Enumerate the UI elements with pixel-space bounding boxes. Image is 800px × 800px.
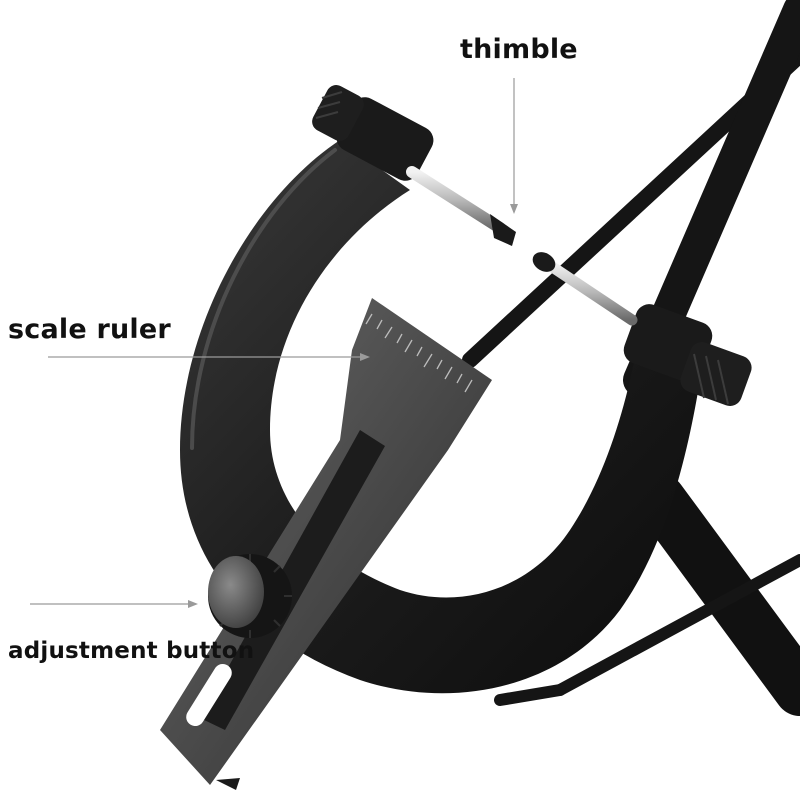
scale-ruler-plate (160, 298, 492, 790)
annotation-lines (30, 78, 518, 608)
upper-caliper-arm (312, 85, 434, 181)
adjustment-button-label: adjustment button (8, 638, 255, 664)
lower-caliper-arm (623, 304, 752, 406)
scale-ruler-label: scale ruler (8, 314, 171, 345)
lower-thimble-pin (532, 252, 638, 326)
thimble-label: thimble (460, 34, 578, 65)
adjustment-knob (208, 554, 292, 638)
upper-thimble-pin (406, 166, 516, 246)
ruler-scale-marks (365, 313, 473, 393)
